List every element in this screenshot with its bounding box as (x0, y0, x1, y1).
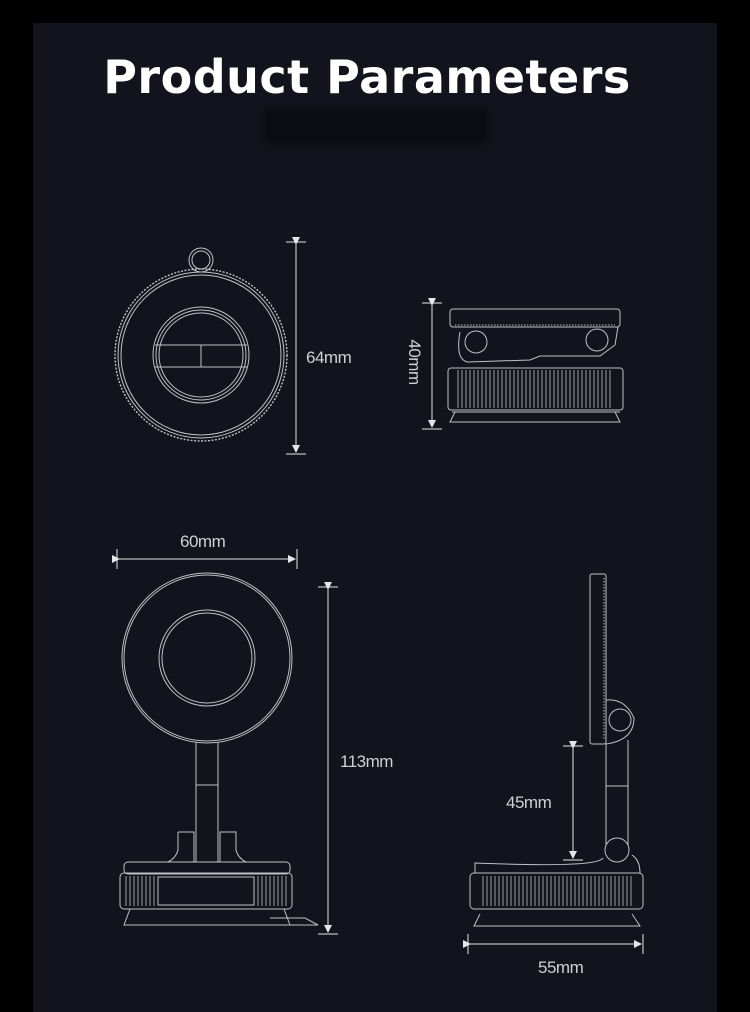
side-view-stand-drawing (469, 573, 644, 927)
dimension-64mm (286, 237, 306, 455)
dimension-60mm (112, 549, 298, 569)
label-55mm: 55mm (538, 958, 584, 977)
dimension-45mm (563, 741, 583, 861)
label-60mm: 60mm (180, 532, 226, 551)
title-shadow (265, 108, 487, 144)
front-view-stand-drawing (119, 572, 319, 926)
front-view-head-drawing (114, 247, 288, 442)
page-title: Product Parameters (103, 50, 631, 104)
dimension-40mm (422, 298, 442, 430)
dimension-113mm (318, 582, 338, 935)
product-panel (33, 23, 717, 1012)
label-113mm: 113mm (340, 752, 393, 771)
label-40mm: 40mm (405, 339, 424, 385)
label-64mm: 64mm (306, 348, 352, 367)
dimension-55mm (463, 934, 644, 954)
label-45mm: 45mm (506, 793, 552, 812)
side-view-head-drawing (447, 308, 624, 423)
